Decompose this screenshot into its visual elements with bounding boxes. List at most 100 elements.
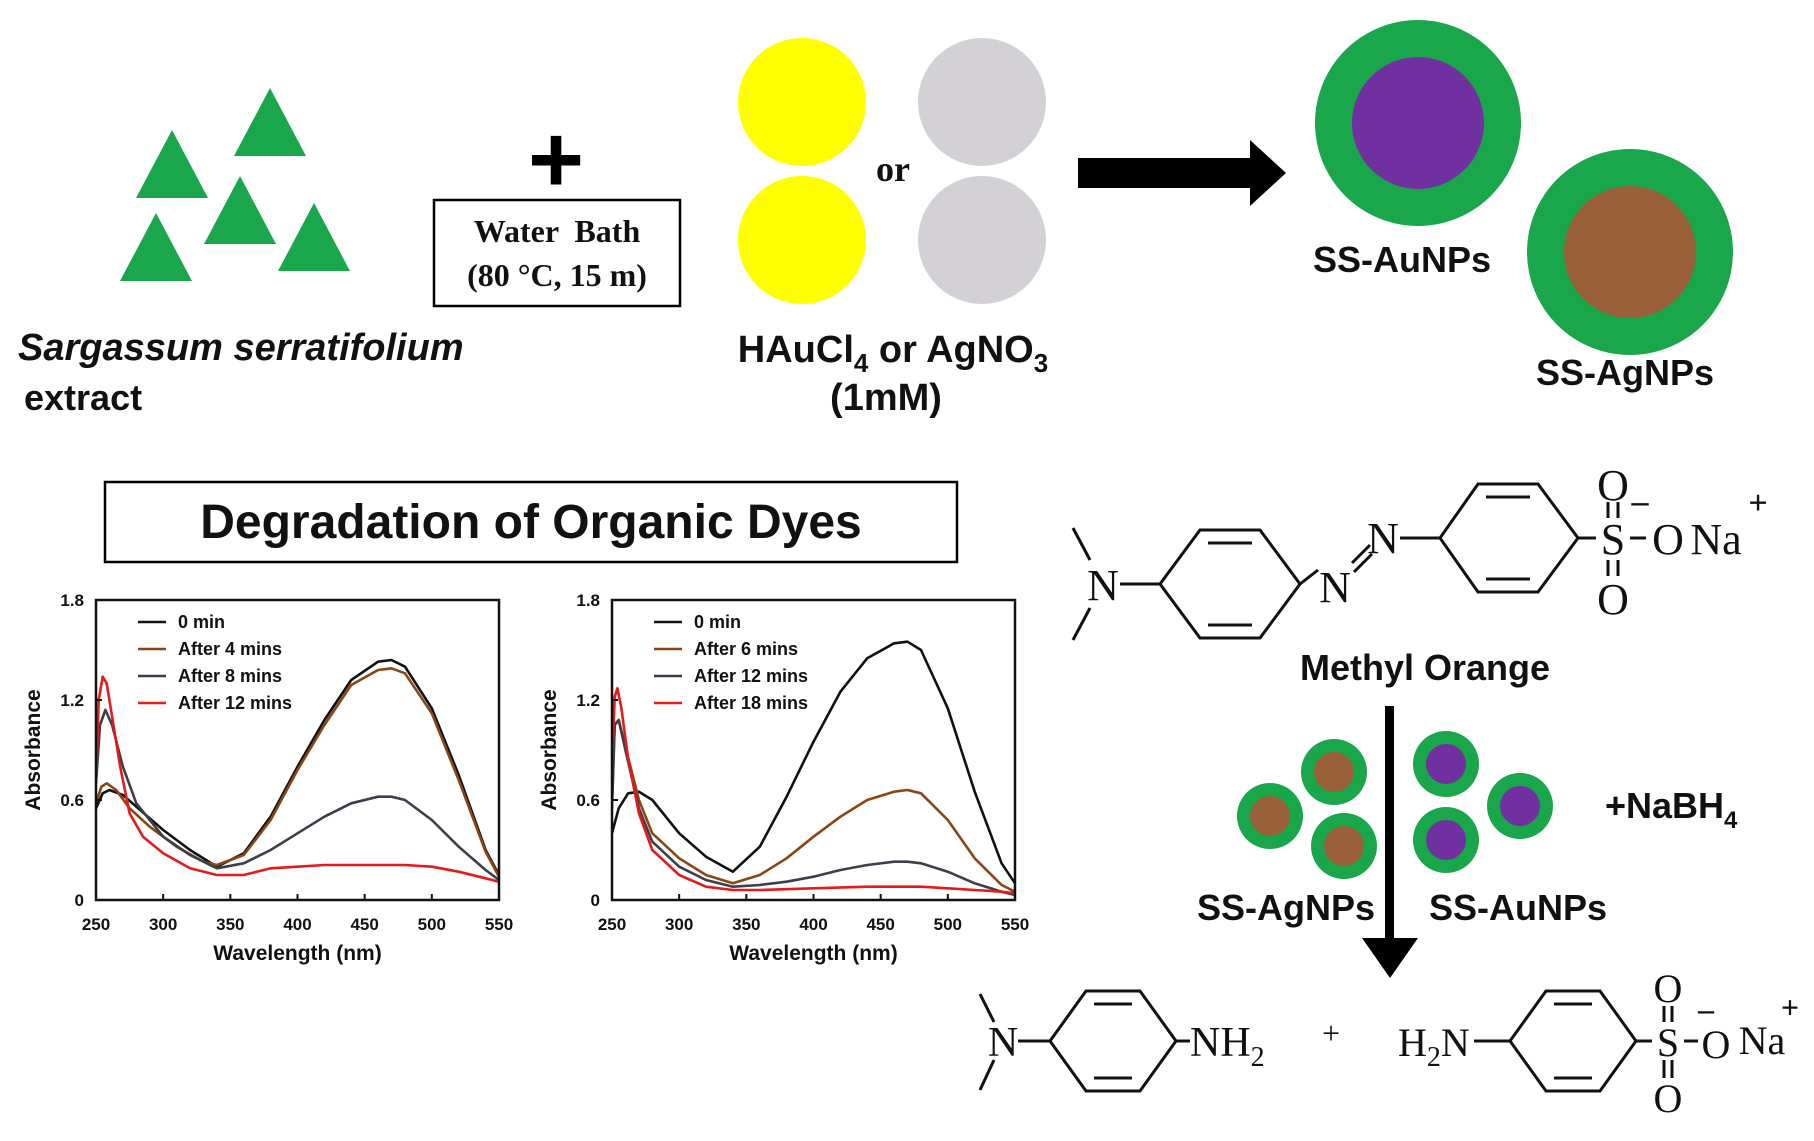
series-line	[96, 708, 499, 882]
x-tick-label: 300	[149, 915, 177, 934]
sodium-ion: Na	[1690, 515, 1741, 564]
plot-frame	[610, 598, 1017, 902]
degradation-title: Degradation of Organic Dyes	[200, 496, 861, 549]
legend-entry: After 6 mins	[694, 639, 798, 659]
x-axis-label: Wavelength (nm)	[213, 942, 381, 965]
methyl-orange-structure	[1071, 482, 1646, 641]
product-amine-structure	[978, 989, 1190, 1093]
product-au-label: SS-AuNPs	[1313, 239, 1491, 280]
triangle	[234, 88, 306, 156]
legend-entry: 0 min	[178, 612, 225, 632]
extract-triangles	[120, 88, 350, 281]
atom-n-azo: N	[1319, 563, 1351, 612]
series-line	[612, 687, 1015, 895]
y-axis-label: Absorbance	[538, 689, 561, 810]
benzene-ring	[1048, 989, 1178, 1093]
series-group	[612, 640, 1015, 897]
atom-s: S	[1601, 515, 1625, 564]
product-sulfanilate-structure	[1474, 989, 1698, 1093]
y-axis-label: Absorbance	[22, 689, 45, 810]
legend-entry: After 8 mins	[178, 666, 282, 686]
reaction-arrow	[1078, 140, 1286, 206]
water-bath-line1: Water Bath	[474, 213, 641, 249]
plus-charge: +	[1748, 485, 1767, 522]
x-tick-label: 450	[866, 915, 894, 934]
small-au-label: SS-AuNPs	[1429, 887, 1607, 928]
reduction-arrow	[1362, 706, 1418, 978]
x-tick-label: 350	[216, 915, 244, 934]
plot-frame	[94, 598, 501, 902]
series-line	[612, 640, 1015, 885]
minus-charge: –	[1631, 483, 1650, 520]
methyl-orange-atoms: N N N S O O O – Na +	[1087, 461, 1768, 624]
minus-charge: –	[1697, 991, 1715, 1027]
x-tick-label: 400	[799, 915, 827, 934]
atom-o: O	[1597, 461, 1629, 510]
silver-precursor-circle	[918, 38, 1046, 166]
small-ag-nanoparticles	[1237, 739, 1377, 879]
x-tick-label: 550	[485, 915, 513, 934]
atom-o-minus: O	[1702, 1022, 1731, 1067]
series-line	[612, 718, 1015, 893]
plus-charge: +	[1781, 989, 1799, 1025]
product-plus: +	[1322, 1015, 1340, 1051]
product-amine-atoms: N NH2	[988, 1020, 1265, 1073]
small-ag-label: SS-AgNPs	[1197, 887, 1375, 928]
atom-o: O	[1654, 966, 1683, 1011]
legend-entry: After 12 mins	[694, 666, 808, 686]
series-line	[96, 675, 499, 883]
x-tick-label: 300	[665, 915, 693, 934]
silver-precursor-circle	[918, 176, 1046, 304]
extract-label-italic: Sargassum serratifolium	[18, 327, 464, 369]
ag-nanoparticle-core	[1564, 186, 1696, 318]
reagent-concentration: (1mM)	[830, 377, 942, 419]
atom-n: N	[988, 1020, 1018, 1066]
triangle	[278, 203, 350, 271]
amine-group: NH2	[1190, 1020, 1265, 1073]
x-tick-label: 550	[1001, 915, 1029, 934]
product-ag-label: SS-AgNPs	[1536, 352, 1714, 393]
legend-entry: After 12 mins	[178, 693, 292, 713]
x-tick-label: 350	[732, 915, 760, 934]
degradation-title-box	[103, 480, 959, 564]
amine-group: H2N	[1398, 1020, 1470, 1073]
au-nanoparticle-core	[1352, 57, 1484, 189]
x-tick-label: 450	[350, 915, 378, 934]
atom-s: S	[1657, 1020, 1679, 1065]
legend-entry: After 18 mins	[694, 693, 808, 713]
atom-n-amine: N	[1087, 561, 1119, 610]
triangle	[120, 213, 192, 281]
or-label: or	[876, 149, 910, 189]
small-au-nanoparticles	[1413, 731, 1553, 873]
x-axis-label: Wavelength (nm)	[729, 942, 897, 965]
legend-entry: 0 min	[694, 612, 741, 632]
atom-n-azo: N	[1367, 514, 1399, 563]
product-sulfanilate-atoms: H2N S O O O – Na +	[1398, 966, 1799, 1121]
triangle	[136, 130, 208, 198]
gold-precursor-circle	[738, 38, 866, 166]
y-tick-label: 1.8	[576, 591, 600, 610]
y-tick-label: 1.8	[60, 591, 84, 610]
series-group	[96, 658, 499, 883]
x-tick-label: 500	[934, 915, 962, 934]
water-bath-box	[432, 198, 682, 308]
sodium-ion: Na	[1739, 1018, 1786, 1063]
y-tick-label: 0	[591, 891, 600, 910]
x-tick-label: 250	[82, 915, 110, 934]
water-bath-line2: (80 °C, 15 m)	[467, 257, 647, 293]
x-tick-label: 500	[418, 915, 446, 934]
reagent-label: HAuCl4 or AgNO3	[738, 329, 1048, 378]
nabh4-label: +NaBH4	[1605, 785, 1738, 834]
triangle	[204, 176, 276, 244]
series-line	[96, 667, 499, 878]
benzene-ring	[1438, 482, 1580, 594]
atom-o: O	[1654, 1076, 1683, 1121]
y-tick-label: 1.2	[576, 691, 600, 710]
x-tick-label: 400	[283, 915, 311, 934]
y-tick-label: 0	[75, 891, 84, 910]
plus-symbol: +	[528, 106, 584, 213]
gold-precursor-circle	[738, 176, 866, 304]
